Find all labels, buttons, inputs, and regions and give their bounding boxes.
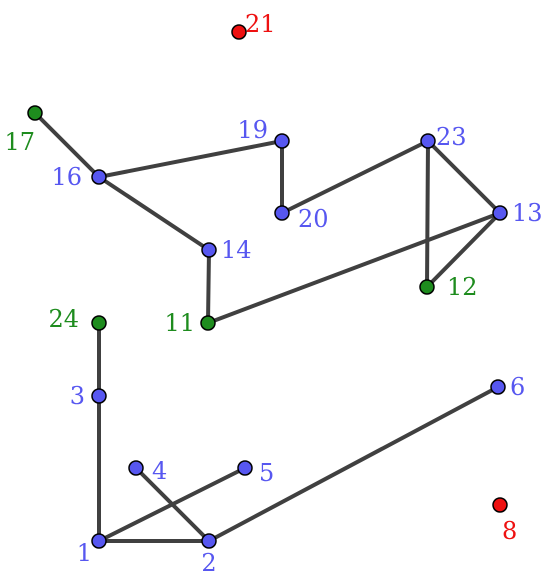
node-17 xyxy=(27,105,43,121)
node-6 xyxy=(490,379,506,395)
node-label-11: 11 xyxy=(164,309,195,337)
node-23 xyxy=(420,133,436,149)
node-16 xyxy=(91,169,107,185)
node-4 xyxy=(128,460,144,476)
node-12 xyxy=(419,279,435,295)
edge-17-16 xyxy=(33,111,101,179)
node-label-12: 12 xyxy=(447,273,478,301)
node-label-14: 14 xyxy=(221,236,252,264)
node-21 xyxy=(231,24,247,40)
edge-23-12 xyxy=(425,139,430,289)
node-24 xyxy=(91,315,107,331)
edge-16-14 xyxy=(97,175,211,252)
node-2 xyxy=(201,533,217,549)
node-label-23: 23 xyxy=(436,123,467,151)
node-label-3: 3 xyxy=(70,382,85,410)
node-label-17: 17 xyxy=(4,128,35,156)
node-8 xyxy=(492,497,508,513)
edge-16-19 xyxy=(97,139,284,179)
node-label-21: 21 xyxy=(245,10,276,38)
nodes-layer xyxy=(27,24,508,549)
edge-12-13 xyxy=(425,211,502,289)
edge-2-6 xyxy=(207,385,500,543)
node-3 xyxy=(91,388,107,404)
edge-23-13 xyxy=(426,139,502,215)
node-label-13: 13 xyxy=(512,199,543,227)
node-19 xyxy=(274,133,290,149)
node-13 xyxy=(492,205,508,221)
edge-13-11 xyxy=(206,211,502,325)
edges-layer xyxy=(33,111,502,543)
node-1 xyxy=(91,533,107,549)
edge-4-2 xyxy=(134,466,211,543)
node-label-8: 8 xyxy=(502,517,517,545)
node-label-1: 1 xyxy=(77,539,92,567)
edge-14-11 xyxy=(206,248,211,325)
node-label-4: 4 xyxy=(152,457,167,485)
node-11 xyxy=(200,315,216,331)
node-14 xyxy=(201,242,217,258)
node-label-24: 24 xyxy=(48,305,79,333)
node-label-6: 6 xyxy=(510,373,525,401)
node-label-16: 16 xyxy=(51,163,82,191)
edge-20-23 xyxy=(280,139,430,215)
node-label-5: 5 xyxy=(259,459,274,487)
node-label-20: 20 xyxy=(298,205,329,233)
node-20 xyxy=(274,205,290,221)
node-5 xyxy=(237,460,253,476)
node-label-2: 2 xyxy=(201,549,216,577)
node-label-19: 19 xyxy=(237,116,268,144)
